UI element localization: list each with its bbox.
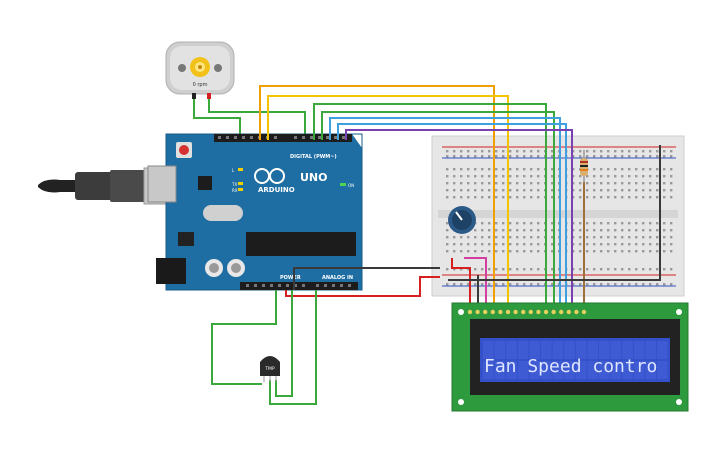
wire-green-2[interactable] xyxy=(321,111,555,312)
sensor-wire-3[interactable] xyxy=(275,290,293,397)
sensor-wires xyxy=(211,290,317,405)
lcd-module[interactable]: Fan Speed contro xyxy=(451,302,689,412)
arduino-logo-icon xyxy=(254,168,285,184)
potentiometer[interactable] xyxy=(448,206,476,234)
power-label: POWER xyxy=(280,275,301,281)
wire-purple[interactable] xyxy=(345,129,573,312)
on-led xyxy=(340,183,346,186)
arduino-brand-label: ARDUINO xyxy=(258,186,295,194)
wire-power-red[interactable] xyxy=(285,276,440,297)
lcd-pins xyxy=(467,309,587,315)
wire-gnd-rail[interactable] xyxy=(448,145,661,281)
arduino-model-label: UNO xyxy=(300,171,328,184)
wire-blue-2[interactable] xyxy=(337,123,567,312)
motor-wire-black[interactable] xyxy=(193,99,241,140)
wire-green-1[interactable] xyxy=(313,103,547,312)
digital-label: DIGITAL (PWM~) xyxy=(290,154,337,160)
wire-blue-1[interactable] xyxy=(329,117,561,312)
fan-gear-icon xyxy=(190,57,210,77)
analog-label: ANALOG IN xyxy=(322,275,353,281)
resistor[interactable] xyxy=(580,150,588,182)
wire-magenta[interactable] xyxy=(464,257,487,312)
lcd-cells xyxy=(483,341,668,379)
sensor-wire-1[interactable] xyxy=(211,290,277,385)
signal-wires xyxy=(259,85,661,312)
usb-cable xyxy=(38,167,167,205)
dc-motor[interactable]: 0 rpm xyxy=(165,41,235,99)
power-jack xyxy=(156,258,186,284)
motor-rpm-label: 0 rpm xyxy=(193,82,208,88)
tx-label: TX xyxy=(231,182,237,187)
rx-label: RX xyxy=(232,188,238,193)
on-led-label: ON xyxy=(348,183,354,188)
tmp-sensor[interactable]: TMP xyxy=(260,356,280,382)
wire-yellow[interactable] xyxy=(267,95,509,312)
motor-wire-red[interactable] xyxy=(208,99,306,140)
wire-pot-gnd[interactable] xyxy=(451,258,471,312)
wire-orange[interactable] xyxy=(259,85,495,312)
digital-header[interactable] xyxy=(214,134,352,142)
arduino-uno-board[interactable]: ARDUINO UNO DIGITAL (PWM~) POWER ANALOG … xyxy=(147,133,363,291)
tmp-sensor-label: TMP xyxy=(264,366,275,372)
sensor-wire-2[interactable] xyxy=(269,290,317,405)
power-analog-header[interactable] xyxy=(240,282,358,290)
lcd-text: Fan Speed contro xyxy=(484,356,657,377)
wire-power-black[interactable] xyxy=(293,267,440,290)
atmega-chip xyxy=(246,232,356,256)
l-led-label: L xyxy=(232,168,235,173)
